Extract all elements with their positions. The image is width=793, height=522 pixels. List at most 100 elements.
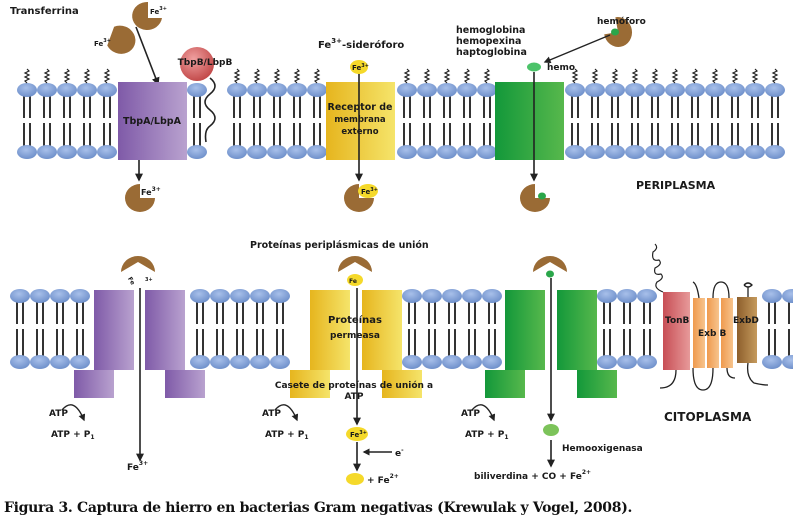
heme-label: hemo xyxy=(547,63,575,73)
atp-label-1: ATP xyxy=(49,409,68,419)
phospholipid xyxy=(457,68,477,159)
permease-label-line1: Proteínas xyxy=(328,314,382,326)
periplasmic-binding-protein-1: Fe 3+ xyxy=(121,256,155,286)
fe2-product: + Fe2+ xyxy=(367,473,399,486)
green-permease-right xyxy=(557,290,597,370)
phospholipid xyxy=(227,68,247,159)
phospholipid xyxy=(77,68,97,159)
phospholipid xyxy=(462,289,482,369)
tbpb-lbpb-protein xyxy=(180,47,214,81)
atp-products-1: ATP + P1 xyxy=(51,430,95,441)
atp-hydrolysis-arrow-1 xyxy=(61,404,86,422)
phospholipid xyxy=(17,68,37,159)
free-siderophore xyxy=(346,473,364,485)
transferrin-label: Transferrina xyxy=(10,6,79,17)
atp-label-2: ATP xyxy=(262,409,281,419)
phospholipid xyxy=(267,68,287,159)
phospholipid xyxy=(250,289,270,369)
tonb-periplasmic-coil xyxy=(652,243,664,293)
phospholipid xyxy=(617,289,637,369)
phospholipid xyxy=(637,289,657,369)
phospholipid xyxy=(287,68,307,159)
atp-products-2: ATP + P1 xyxy=(265,430,309,441)
phospholipid xyxy=(585,68,605,159)
atp-hydrolysis-arrow-3 xyxy=(471,404,496,422)
outer-membrane-receptor xyxy=(326,82,395,160)
svg-text:Fe: Fe xyxy=(349,278,357,285)
inner-membrane xyxy=(10,289,793,369)
phospholipid xyxy=(70,289,90,369)
heme-source-haptoglobin: haptoglobina xyxy=(456,47,527,58)
heme-receptor xyxy=(495,82,564,160)
tonb-label: TonB xyxy=(665,316,690,326)
phospholipid xyxy=(605,68,625,159)
phospholipid xyxy=(745,68,765,159)
phospholipid xyxy=(422,289,442,369)
atp-label-3: ATP xyxy=(461,409,480,419)
phospholipid xyxy=(230,289,250,369)
phospholipid xyxy=(402,289,422,369)
tbpb-lbpb-label: TbpB/LbpB xyxy=(178,58,233,68)
phospholipid xyxy=(437,68,457,159)
tonb-protein xyxy=(663,292,690,370)
exbb-helix-1 xyxy=(693,298,705,368)
ton-complex-loops xyxy=(659,281,769,391)
receptor-label-line2: membrana xyxy=(334,115,386,125)
siderophore-bound-iron: Fe3+ xyxy=(350,60,369,74)
exbb-label: Exb B xyxy=(698,329,727,339)
purple-permease-left xyxy=(94,290,134,370)
exbb-helix-2 xyxy=(707,298,719,368)
siderophore-label: Fe3+-sideróforo xyxy=(318,37,404,51)
green-permease-left xyxy=(505,290,545,370)
phospholipid xyxy=(210,289,230,369)
phospholipid xyxy=(37,68,57,159)
transferrin-arrow xyxy=(135,26,160,86)
phospholipid xyxy=(50,289,70,369)
svg-text:Fe3+: Fe3+ xyxy=(141,186,161,197)
phospholipid xyxy=(565,68,585,159)
receptor-label-line3: externo xyxy=(341,127,378,137)
svg-text:Fe3+: Fe3+ xyxy=(150,6,167,16)
periplasmic-binding-protein-3 xyxy=(533,255,567,278)
atp-products-3: ATP + P1 xyxy=(465,430,509,441)
yellow-atpase-left xyxy=(290,370,330,398)
phospholipid xyxy=(307,68,327,159)
svg-text:Fe3+: Fe3+ xyxy=(361,187,378,196)
phospholipid xyxy=(190,289,210,369)
heme-molecule xyxy=(527,62,541,72)
phospholipid xyxy=(10,289,30,369)
phospholipid xyxy=(30,289,50,369)
phospholipid xyxy=(705,68,725,159)
hemooxygenase-label: Hemooxigenasa xyxy=(562,444,643,454)
phospholipid xyxy=(782,289,793,369)
cytoplasm-label: CITOPLASMA xyxy=(664,410,752,424)
phospholipid xyxy=(270,289,290,369)
permease-label-line2: permeasa xyxy=(330,331,380,341)
purple-atpase-left xyxy=(74,370,114,398)
phospholipid xyxy=(97,68,117,159)
phospholipid xyxy=(442,289,462,369)
hemophore-arrow xyxy=(543,34,611,64)
cytoplasmic-heme xyxy=(543,424,559,436)
hemophore-label: hemóforo xyxy=(597,16,646,27)
green-atpase-right xyxy=(577,370,617,398)
svg-text:Fe3+: Fe3+ xyxy=(352,63,369,72)
exbb-helix-3 xyxy=(721,298,733,368)
svg-text:3+: 3+ xyxy=(145,277,153,283)
svg-text:Fe: Fe xyxy=(126,276,136,286)
heme-source-hemopexin: hemopexina xyxy=(456,36,521,47)
phospholipid xyxy=(247,68,267,159)
phospholipid xyxy=(762,289,782,369)
periplasmic-binding-protein-2: Fe xyxy=(338,256,372,286)
yellow-atpase-right xyxy=(382,370,422,398)
svg-text:Fe3+: Fe3+ xyxy=(94,38,111,48)
figure-caption: Figura 3. Captura de hierro en bacterias… xyxy=(4,500,633,516)
yellow-permease-left xyxy=(310,290,350,370)
exbd-label: ExbD xyxy=(733,316,759,326)
tbpb-anchor-tail xyxy=(204,77,216,143)
phospholipid xyxy=(477,68,497,159)
yellow-permease-right xyxy=(362,290,402,370)
receptor-label-line1: Receptor de xyxy=(328,102,393,113)
abc-cassette-label-line2: ATP xyxy=(344,392,363,402)
